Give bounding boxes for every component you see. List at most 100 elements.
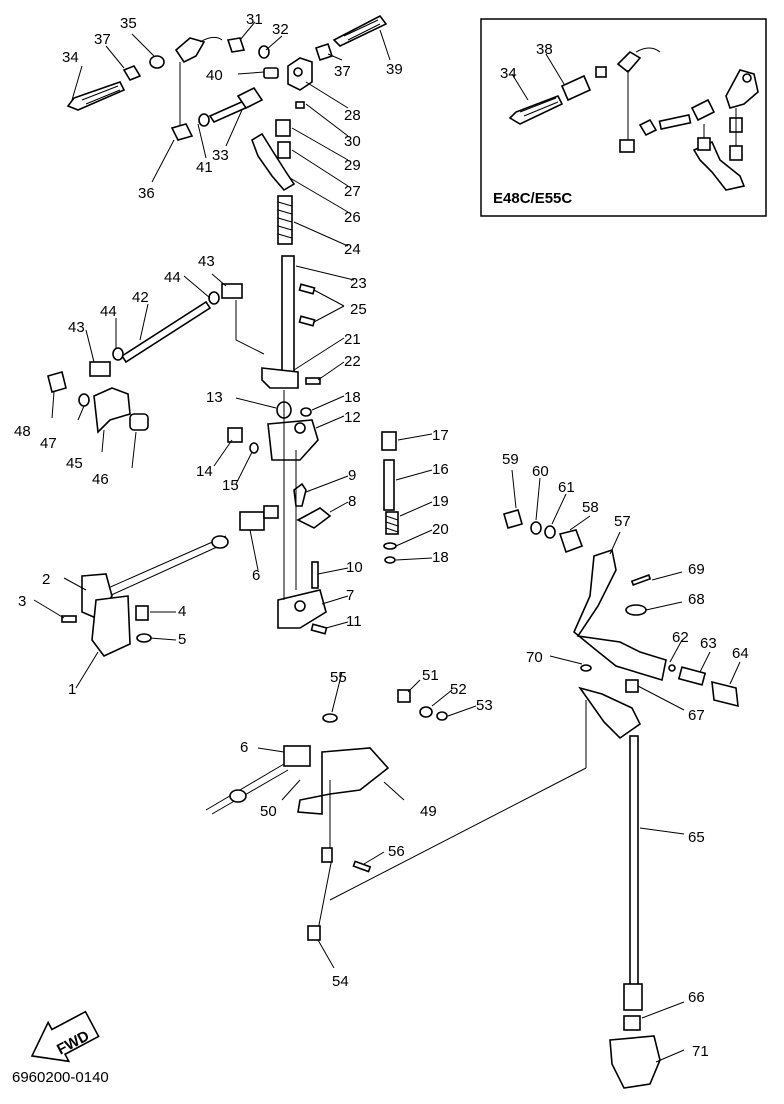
callout-17: 17 [432, 427, 449, 444]
callout-70: 70 [526, 649, 543, 666]
collar-32 [258, 45, 270, 59]
inset-clip [619, 139, 635, 153]
washer-20 [383, 542, 397, 550]
callout-56: 56 [388, 843, 405, 860]
callout-48: 48 [14, 423, 31, 440]
callout-4: 4 [178, 603, 186, 620]
callout-37-left: 37 [94, 31, 111, 48]
ball-joint-top [174, 37, 206, 64]
callout-26: 26 [344, 209, 361, 226]
callout-44-bottom: 44 [100, 303, 117, 320]
callout-11: 11 [346, 613, 362, 630]
pin-10 [311, 561, 319, 589]
rod-42 [120, 300, 212, 364]
callout-69: 69 [688, 561, 705, 578]
ball-62 [668, 664, 676, 672]
callout-18-bottom: 18 [432, 549, 449, 566]
callout-55: 55 [330, 669, 347, 686]
bushing-67 [625, 679, 639, 693]
shaft-16 [383, 459, 395, 511]
pin-25a [298, 283, 316, 295]
bushing-27 [277, 141, 291, 159]
callout-6-bottom: 6 [240, 739, 248, 756]
left-bracket [61, 535, 229, 657]
collar-46 [129, 413, 149, 431]
callout-7: 7 [346, 587, 354, 604]
pin-40 [263, 67, 279, 79]
callout-54: 54 [332, 973, 349, 990]
nut-53 [436, 711, 448, 721]
callout-50: 50 [260, 803, 277, 820]
doc-code: 6960200-0140 [12, 1069, 109, 1086]
callout-24: 24 [344, 241, 361, 258]
callout-34: 34 [62, 49, 79, 66]
washer-15 [249, 442, 259, 454]
pin-30 [295, 101, 305, 109]
bolt-4 [135, 605, 149, 621]
cable-end [211, 535, 229, 549]
callout-64: 64 [732, 645, 749, 662]
pin-11 [310, 623, 328, 635]
nut-37-right [314, 42, 334, 62]
callout-20: 20 [432, 521, 449, 538]
right-assembly [503, 509, 739, 1089]
inset-label: E48C/E55C [493, 190, 572, 207]
callout-42: 42 [132, 289, 149, 306]
bolt-59 [503, 509, 523, 529]
joint-6-top [239, 511, 265, 531]
callout-63: 63 [700, 635, 717, 652]
callout-3: 3 [18, 593, 26, 610]
callout-14: 14 [196, 463, 213, 480]
callout-38-inset: 38 [536, 41, 553, 58]
callout-19: 19 [432, 493, 449, 510]
callout-32: 32 [272, 21, 289, 38]
rod-end-65 [623, 983, 643, 1011]
bolt-51 [397, 689, 411, 703]
middle-assembly [227, 390, 399, 635]
inset-rod [658, 114, 692, 130]
callout-66: 66 [688, 989, 705, 1006]
callout-68: 68 [688, 591, 705, 608]
clip-18-top [300, 407, 312, 417]
leader-lines [33, 21, 741, 1063]
washer-5 [136, 633, 152, 643]
nut-44-top [208, 291, 220, 305]
callout-39: 39 [386, 61, 403, 78]
bolt-34 [66, 81, 126, 111]
washer-61 [544, 525, 556, 539]
callout-31: 31 [246, 11, 263, 28]
callout-numbers: 35 37 34 31 32 40 37 39 28 30 29 27 26 2… [14, 11, 749, 1060]
callout-53: 53 [476, 697, 493, 714]
callout-67: 67 [688, 707, 705, 724]
callout-58: 58 [582, 499, 599, 516]
callout-47: 47 [40, 435, 57, 452]
clip-18-bottom [384, 556, 396, 564]
inset-frame [480, 18, 767, 217]
callout-13: 13 [206, 389, 223, 406]
pin-56 [352, 860, 372, 873]
bushing-29 [275, 119, 291, 137]
callout-36: 36 [138, 185, 155, 202]
shaft-23 [281, 255, 295, 377]
callout-34-inset: 34 [500, 65, 517, 82]
spring-24 [277, 195, 293, 245]
callout-37-right: 37 [334, 63, 351, 80]
callout-12: 12 [344, 409, 361, 426]
fwd-arrow: FWD [30, 1010, 100, 1063]
callout-44-top: 44 [164, 269, 181, 286]
callout-60: 60 [532, 463, 549, 480]
inset-bracket [725, 69, 759, 109]
inset-ball-joint [616, 50, 642, 74]
callout-51: 51 [422, 667, 439, 684]
callout-57: 57 [614, 513, 631, 530]
callout-28: 28 [344, 107, 361, 124]
inset-lever [692, 140, 746, 191]
callout-45: 45 [66, 455, 83, 472]
rod-65 [629, 735, 639, 987]
callout-21: 21 [344, 331, 361, 348]
callout-33: 33 [212, 147, 229, 164]
callout-16: 16 [432, 461, 449, 478]
callout-18-top: 18 [344, 389, 361, 406]
